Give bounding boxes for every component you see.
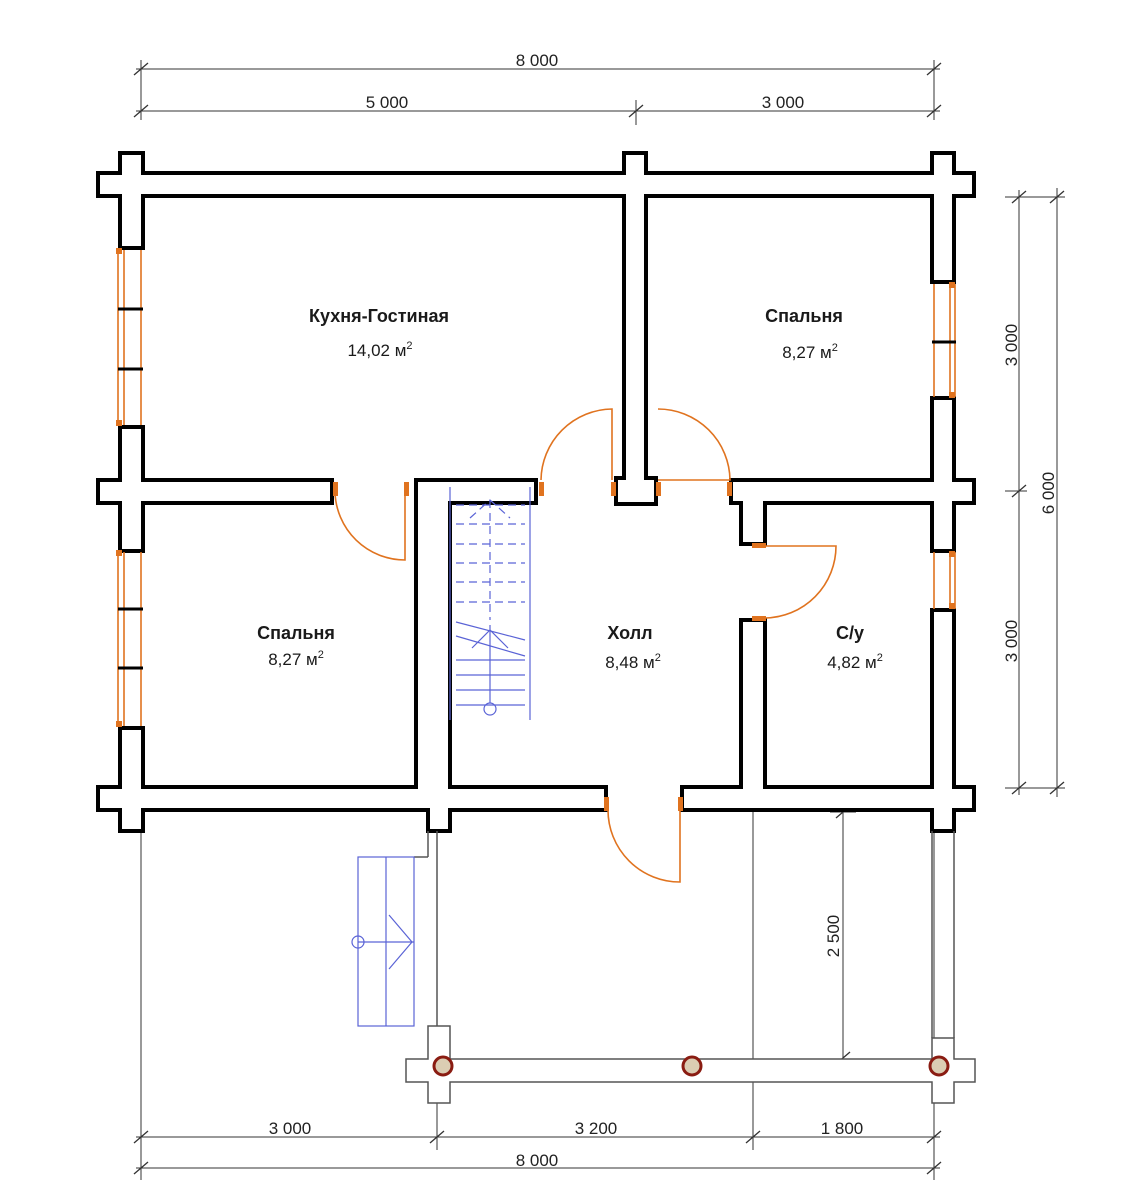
doors — [333, 408, 837, 883]
interior-stair — [449, 487, 531, 720]
door-bedroom-right — [656, 408, 732, 496]
right-dimensions: 3 000 3 000 6 000 — [1002, 188, 1065, 797]
windows — [116, 248, 956, 727]
room-bedroom-right-area: 8,27 м2 — [782, 342, 838, 362]
window-kitchen — [116, 248, 143, 426]
terrace — [405, 831, 976, 1104]
bottom-dimensions: 3 000 3 200 1 800 8 000 2 500 — [133, 805, 942, 1180]
dim-terrace-depth: 2 500 — [824, 915, 843, 958]
room-hall-name: Холл — [607, 623, 652, 643]
room-bathroom-name: С/у — [836, 623, 864, 643]
room-kitchen-area: 14,02 м2 — [347, 340, 412, 360]
wall-east-cross — [729, 396, 976, 553]
dim-right-upper: 3 000 — [1002, 324, 1021, 367]
room-bathroom-area: 4,82 м2 — [827, 652, 883, 672]
dim-right-total: 6 000 — [1039, 472, 1058, 515]
room-labels: Кухня-Гостиная 14,02 м2 Спальня 8,27 м2 … — [257, 306, 883, 672]
dim-top-left: 5 000 — [366, 93, 409, 112]
door-entrance — [604, 797, 683, 883]
wall-north — [96, 151, 976, 506]
entrance-steps — [351, 856, 415, 1027]
dim-bottom-total: 8 000 — [516, 1151, 559, 1170]
dim-bottom-right: 1 800 — [821, 1119, 864, 1138]
terrace-post-mid — [681, 1055, 703, 1077]
wall-east-south — [680, 608, 976, 833]
dim-bottom-mid: 3 200 — [575, 1119, 618, 1138]
room-bedroom-left-area: 8,27 м2 — [268, 649, 324, 669]
terrace-post-left — [432, 1055, 454, 1077]
room-kitchen-name: Кухня-Гостиная — [309, 306, 449, 326]
wall-west-cross — [96, 425, 334, 553]
window-bathroom — [933, 551, 956, 609]
room-hall-area: 8,48 м2 — [605, 652, 661, 672]
dim-right-lower: 3 000 — [1002, 620, 1021, 663]
terrace-post-right — [928, 1055, 950, 1077]
walls — [96, 151, 976, 833]
window-bedroom-right — [932, 282, 956, 398]
room-bedroom-left-name: Спальня — [257, 623, 335, 643]
dim-bottom-left: 3 000 — [269, 1119, 312, 1138]
door-bathroom — [752, 543, 837, 621]
wall-south-left — [96, 478, 608, 833]
window-bedroom-left — [116, 550, 143, 727]
room-bedroom-right-name: Спальня — [765, 306, 843, 326]
dim-top-total: 8 000 — [516, 51, 559, 70]
top-dimensions: 8 000 5 000 3 000 — [133, 51, 942, 125]
door-bedroom-left — [333, 482, 409, 561]
dim-top-right: 3 000 — [762, 93, 805, 112]
door-kitchen — [539, 408, 616, 496]
